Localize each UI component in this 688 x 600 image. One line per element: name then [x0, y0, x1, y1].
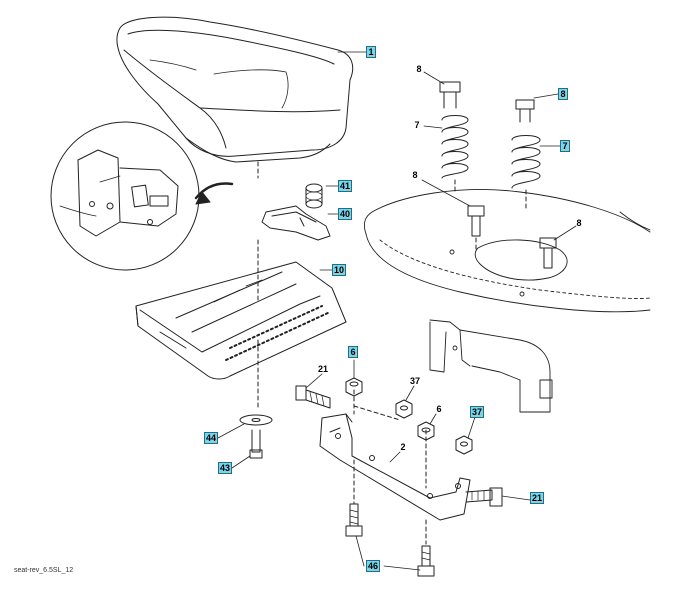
callout-part-37: 37 [470, 406, 485, 418]
callout-part-7: 7 [414, 120, 420, 130]
seat-pan [135, 239, 347, 411]
spring-left [439, 81, 469, 195]
callout-part-8: 8 [412, 170, 418, 180]
callout-part-21: 21 [530, 492, 545, 504]
bushing-41 [305, 183, 323, 209]
bolt-46-right [417, 545, 435, 577]
bolt-46-left [345, 503, 363, 537]
leader-lines [217, 51, 577, 571]
callout-part-10: 10 [332, 264, 347, 276]
callout-part-6: 6 [436, 404, 442, 414]
bracket-40 [261, 205, 331, 241]
callout-part-43: 43 [218, 462, 233, 474]
detail-inset [50, 121, 234, 271]
figure-code: seat-rev_6.5SL_12 [14, 567, 74, 574]
callout-part-7: 7 [560, 140, 570, 152]
callout-part-40: 40 [338, 208, 353, 220]
callout-part-1: 1 [366, 46, 376, 58]
mounting-bracket-2 [319, 389, 471, 545]
frame-fender [363, 189, 651, 413]
callout-part-2: 2 [400, 442, 406, 452]
callout-part-21: 21 [318, 364, 329, 374]
nut-37-lower [455, 435, 473, 455]
callout-part-8: 8 [416, 64, 422, 74]
bolt-lower-left [467, 205, 485, 253]
spring-right [511, 99, 541, 211]
nut-37-upper [395, 399, 413, 419]
callout-part-8: 8 [576, 218, 582, 228]
callout-part-46: 46 [366, 560, 381, 572]
nut-6-lower [417, 421, 435, 441]
bolt-21-right [465, 487, 503, 507]
seat-part [116, 16, 354, 179]
callout-part-37: 37 [410, 376, 421, 386]
callout-part-6: 6 [348, 346, 358, 358]
bolt-lower-right [539, 237, 557, 269]
bolt-21-left [295, 385, 331, 409]
washer-bolt-44-43 [239, 414, 273, 459]
callout-part-41: 41 [338, 180, 353, 192]
callout-part-44: 44 [204, 432, 219, 444]
callout-part-8: 8 [558, 88, 568, 100]
